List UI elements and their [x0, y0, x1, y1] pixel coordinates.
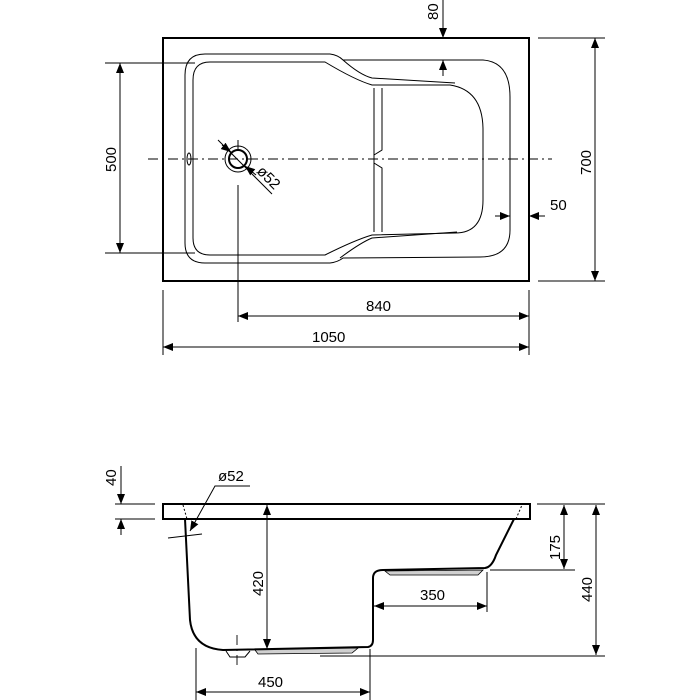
dim-outer-length: 1050 [312, 329, 345, 346]
dim-total-height: 440 [579, 577, 596, 602]
tub-floor [254, 647, 360, 655]
upper-slope [342, 59, 456, 84]
drain-mark [167, 533, 203, 539]
dim-outer-width: 700 [578, 150, 595, 175]
drain-arrow [220, 142, 232, 153]
seat-edge [373, 88, 383, 232]
bowl-outline [192, 61, 484, 256]
dim-rim-offset: 80 [425, 3, 442, 20]
dim-drain-top: ø52 [253, 163, 283, 193]
drain-leader [189, 485, 250, 532]
drain-bump [225, 650, 251, 658]
seat-floor [383, 569, 484, 576]
dim-floor-length: 450 [258, 674, 283, 691]
lower-slope [339, 231, 458, 259]
rim-hidden [515, 504, 523, 520]
dim-drain-side: ø52 [218, 468, 244, 485]
dim-rim-thickness: 40 [103, 469, 120, 486]
tub-profile [184, 518, 515, 652]
dim-depth: 420 [250, 571, 267, 596]
top-view: ø52 500 700 80 50 840 1050 [103, 0, 605, 355]
side-view: 40 ø52 420 175 440 350 450 [103, 466, 605, 700]
outer-rim [162, 37, 530, 282]
rim-hidden [182, 504, 188, 520]
drain-arrow [244, 165, 257, 176]
rim-outline [184, 53, 511, 264]
dim-seat-depth: 175 [547, 535, 564, 560]
side-rim [162, 503, 531, 520]
dim-side-rim: 50 [550, 197, 567, 214]
dim-drain-to-end: 840 [366, 298, 391, 315]
dim-inner-width: 500 [103, 147, 120, 172]
dim-seat-length: 350 [420, 587, 445, 604]
